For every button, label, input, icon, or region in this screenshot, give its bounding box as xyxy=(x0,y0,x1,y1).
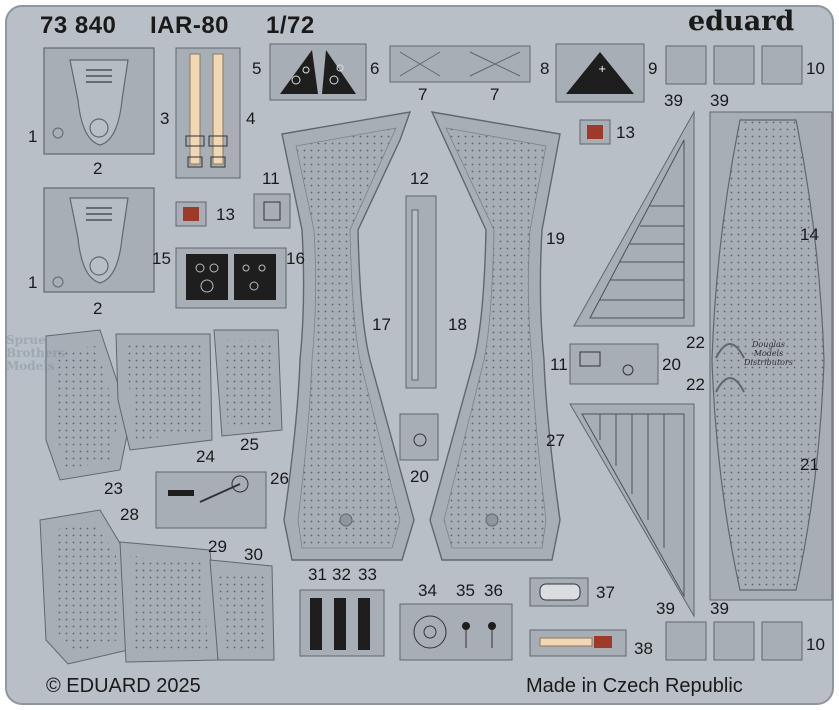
part-label-18: 18 xyxy=(448,315,467,334)
part-label-10: 10 xyxy=(806,635,825,654)
part-9-gauge-panel: + xyxy=(555,43,645,103)
part-label-6: 6 xyxy=(370,59,380,78)
part-label-2: 2 xyxy=(93,299,103,318)
part-2-seat-bracket-bottom xyxy=(43,187,155,293)
part-label-23: 23 xyxy=(104,479,123,498)
part-14-21-long-panel xyxy=(709,111,833,601)
aircraft-name: IAR-80 xyxy=(150,12,230,39)
part-label-13: 13 xyxy=(616,123,635,142)
part-label-4: 4 xyxy=(246,109,256,128)
part-23-side-panel xyxy=(45,329,131,481)
watermark-left: Sprue Brothers Models xyxy=(6,333,66,373)
part-label-25: 25 xyxy=(240,435,259,454)
part-label-31: 31 xyxy=(308,565,327,584)
part-label-36: 36 xyxy=(484,581,503,600)
part-34-36-dials xyxy=(399,603,513,661)
part-label-27: 27 xyxy=(546,431,565,450)
part-27-triangle-frame xyxy=(569,403,695,618)
part-11-20-middle xyxy=(569,343,659,385)
part-18-fuselage-panel xyxy=(429,111,561,561)
part-label-28: 28 xyxy=(120,505,139,524)
part-label-22: 22 xyxy=(686,333,705,352)
svg-text:+: + xyxy=(598,64,606,75)
part-2-seat-bracket-top xyxy=(43,47,155,155)
copyright-notice: © EDUARD 2025 xyxy=(46,675,201,697)
part-label-39: 39 xyxy=(710,599,729,618)
part-29-side-panel xyxy=(119,541,219,663)
part-25-side-panel xyxy=(213,329,283,437)
part-label-1: 1 xyxy=(28,273,38,292)
set-number: 73 840 xyxy=(40,12,117,39)
part-label-35: 35 xyxy=(456,581,475,600)
part-label-38: 38 xyxy=(634,639,653,658)
part-label-32: 32 xyxy=(332,565,351,584)
part-label-1: 1 xyxy=(28,127,38,146)
part-24-side-panel xyxy=(115,333,213,451)
part-label-15: 15 xyxy=(152,249,171,268)
part-label-9: 9 xyxy=(648,59,658,78)
part-28-side-panel xyxy=(39,509,129,665)
part-label-16: 16 xyxy=(286,249,305,268)
part-label-37: 37 xyxy=(596,583,615,602)
part-label-21: 21 xyxy=(800,455,819,474)
part-5-6-instrument-panel xyxy=(269,43,367,101)
part-label-30: 30 xyxy=(244,545,263,564)
origin-label: Made in Czech Republic xyxy=(526,675,743,697)
part-7-8-strips xyxy=(389,45,531,83)
part-38-belt-strap xyxy=(529,629,627,657)
part-label-7: 7 xyxy=(490,85,500,104)
part-22-brackets xyxy=(715,343,745,393)
part-12-strip xyxy=(405,195,437,389)
watermark-right: Douglas Models Distributors xyxy=(744,340,793,367)
part-label-34: 34 xyxy=(418,581,437,600)
part-10-tabs-bottom xyxy=(665,621,803,661)
part-10-tabs-top xyxy=(665,45,803,85)
part-label-10: 10 xyxy=(806,59,825,78)
part-17-fuselage-panel xyxy=(281,111,415,561)
part-label-22: 22 xyxy=(686,375,705,394)
brand-logo: eduard xyxy=(688,6,795,37)
part-15-16-panels xyxy=(175,247,287,309)
part-label-11: 11 xyxy=(262,169,280,188)
part-label-20: 20 xyxy=(410,467,429,486)
part-label-2: 2 xyxy=(93,159,103,178)
part-label-17: 17 xyxy=(372,315,391,334)
scale-label: 1/72 xyxy=(266,12,315,39)
part-37-control-box xyxy=(529,577,589,607)
part-label-8: 8 xyxy=(540,59,550,78)
part-label-39: 39 xyxy=(710,91,729,110)
part-13-red-detail-a xyxy=(579,119,611,145)
part-label-24: 24 xyxy=(196,447,215,466)
part-label-33: 33 xyxy=(358,565,377,584)
part-13-red-detail-b xyxy=(175,201,207,227)
part-label-14: 14 xyxy=(800,225,819,244)
part-19-triangle-frame xyxy=(573,110,695,327)
part-3-4-seat-belts xyxy=(175,47,241,179)
part-label-3: 3 xyxy=(160,109,170,128)
part-label-39: 39 xyxy=(656,599,675,618)
part-30-side-panel xyxy=(209,559,275,661)
part-label-7: 7 xyxy=(418,85,428,104)
part-label-13: 13 xyxy=(216,205,235,224)
part-label-29: 29 xyxy=(208,537,227,556)
part-1-buckle-bottom xyxy=(52,276,64,288)
part-20-small-bracket xyxy=(399,413,439,461)
part-11-small-a xyxy=(253,193,291,229)
part-31-33-switch-panels xyxy=(299,589,385,657)
part-label-5: 5 xyxy=(252,59,262,78)
part-1-buckle-top xyxy=(52,127,64,139)
part-label-26: 26 xyxy=(270,469,289,488)
part-label-39: 39 xyxy=(664,91,683,110)
part-label-11: 11 xyxy=(550,355,568,374)
part-label-19: 19 xyxy=(546,229,565,248)
part-26-lever-set xyxy=(155,471,267,529)
part-label-20: 20 xyxy=(662,355,681,374)
part-label-12: 12 xyxy=(410,169,429,188)
